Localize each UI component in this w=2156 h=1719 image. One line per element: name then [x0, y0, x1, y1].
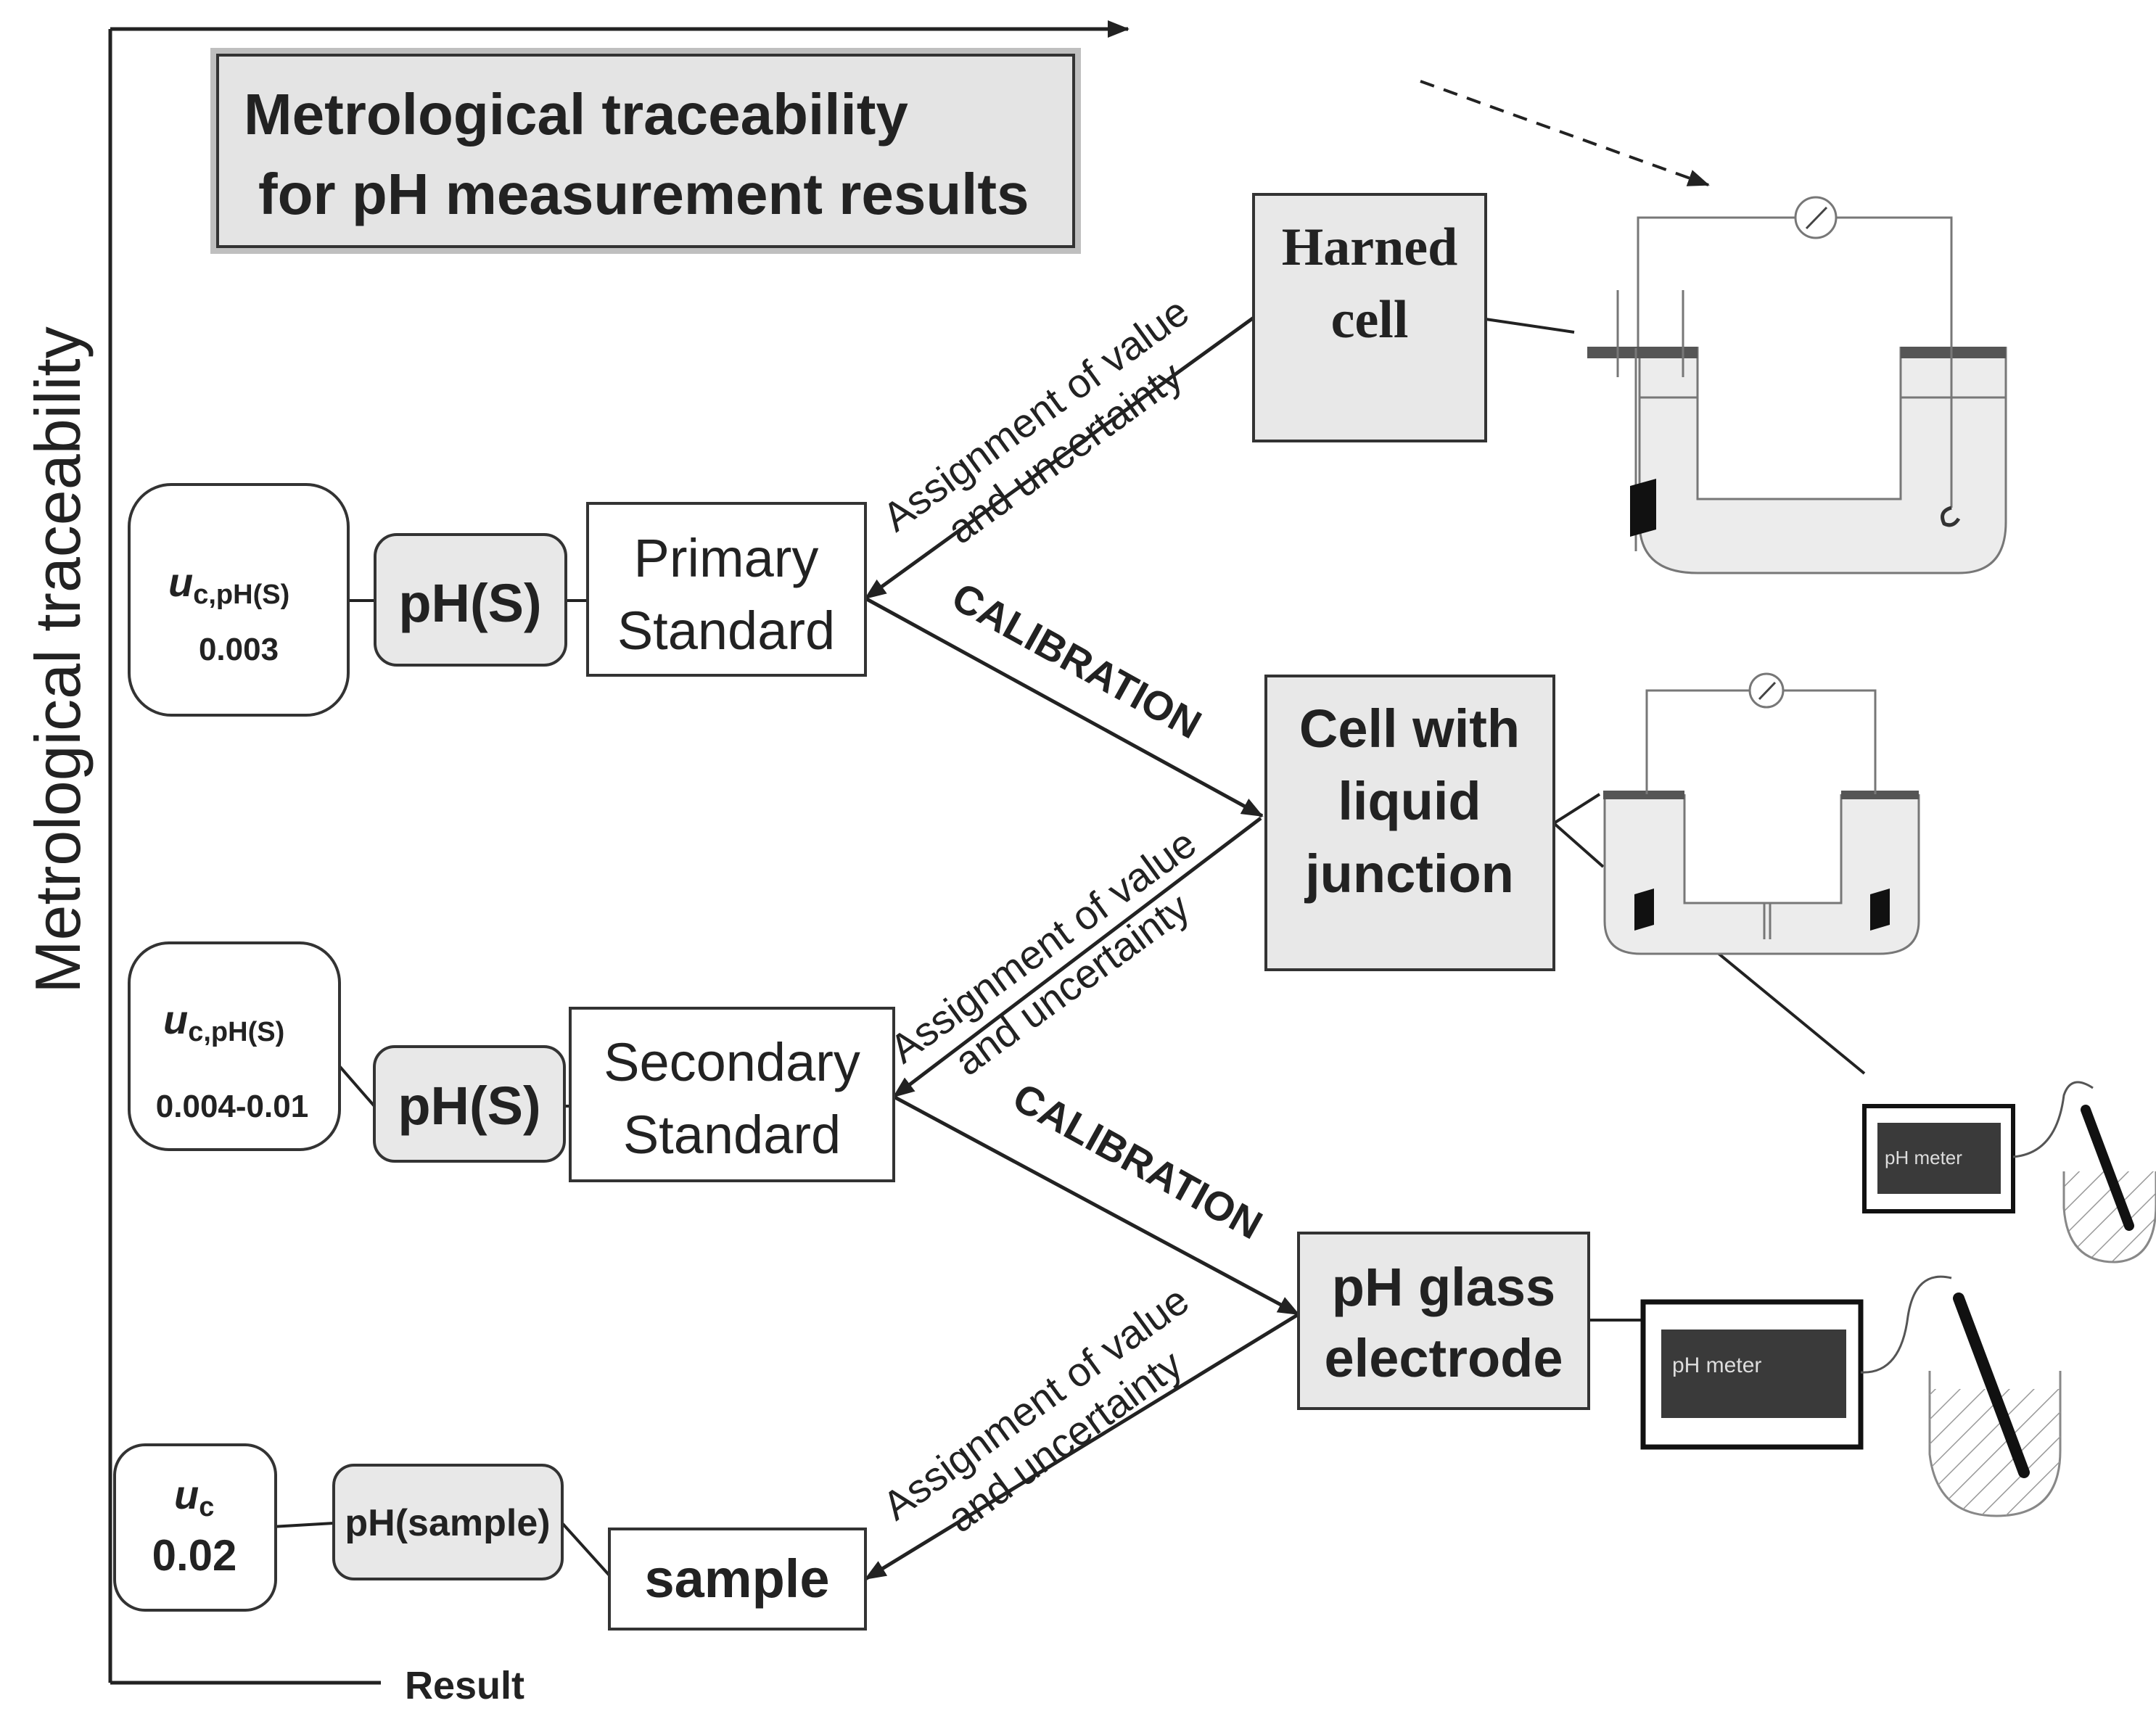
liquid-junction-cell-icon: [1603, 689, 1920, 955]
u-subscript-sample: c: [199, 1492, 214, 1522]
uncertainty-box-secondary: uc,pH(S) 0.004-0.01: [128, 941, 341, 1151]
liquid-junction-cell-box: Cell with liquid junction: [1264, 675, 1555, 971]
u-subscript-primary: c,pH(S): [193, 580, 289, 610]
liquid-junction-line-2: liquid: [1338, 771, 1481, 831]
ph-s-primary-label: pH(S): [398, 573, 541, 633]
u-subscript-secondary: c,pH(S): [188, 1017, 284, 1047]
secondary-standard-box: Secondary Standard: [569, 1007, 895, 1182]
glass-electrode-line-1: pH glass: [1332, 1257, 1555, 1317]
harned-cell-line-1: Harned: [1282, 218, 1458, 277]
liquid-junction-line-1: Cell with: [1299, 698, 1520, 759]
arrow-glass-to-sample: [864, 1312, 1300, 1581]
axes: Metrological traceability Result: [22, 20, 1130, 1707]
glass-electrode-beaker-icon: [2012, 1081, 2156, 1264]
arrow-primary-to-junction: [864, 596, 1264, 818]
glass-electrode-box: pH glass electrode: [1297, 1232, 1590, 1410]
arrow-junction-to-secondary: [892, 817, 1262, 1098]
ph-meter-icon: pH meter: [1640, 1299, 1864, 1450]
meter-large-label: pH meter: [1672, 1353, 1761, 1377]
ph-s-box-secondary: pH(S): [373, 1045, 566, 1163]
ph-s-box-primary: pH(S): [374, 533, 567, 667]
ph-sample-box: pH(sample): [332, 1464, 564, 1580]
arrows: [864, 80, 1710, 1581]
uncertainty-box-primary: uc,pH(S) 0.003: [128, 483, 350, 717]
primary-standard-box: Primary Standard: [586, 502, 867, 677]
glass-electrode-beaker-icon: [1860, 1275, 2062, 1517]
u-symbol-sample: u: [174, 1472, 199, 1517]
harned-cell-box: Harned cell: [1252, 193, 1487, 442]
primary-standard-line-2: Standard: [617, 601, 835, 661]
primary-standard-line-1: Primary: [634, 528, 819, 588]
dashed-pointer-arrow: [1420, 80, 1710, 186]
harned-cell-icon: [1587, 216, 2007, 574]
arrow-secondary-to-glass: [892, 1095, 1300, 1316]
uncertainty-box-sample: uc 0.02: [113, 1443, 277, 1612]
ph-meter-icon: pH meter: [1862, 1104, 2015, 1213]
u-value-primary: 0.003: [199, 632, 279, 667]
title-box: Metrological traceability for pH measure…: [210, 48, 1081, 254]
svg-text:uc,pH(S): uc,pH(S): [168, 559, 289, 610]
ph-sample-label: pH(sample): [345, 1502, 550, 1544]
svg-text:uc: uc: [174, 1472, 214, 1522]
u-symbol-secondary: u: [163, 997, 188, 1042]
arrow-harned-to-primary: [864, 316, 1255, 601]
y-axis-label: Metrological traceability: [22, 326, 94, 994]
arrow-labels: Assignment of value and uncertainty CALI…: [874, 288, 1270, 1541]
connector-lines: [271, 318, 1866, 1577]
title-line-2: for pH measurement results: [258, 162, 1029, 226]
secondary-standard-line-2: Standard: [623, 1105, 841, 1165]
u-symbol-primary: u: [168, 559, 193, 605]
calibration-label-2: CALIBRATION: [1005, 1073, 1270, 1248]
voltmeter-icon: [1794, 196, 1838, 239]
secondary-standard-line-1: Secondary: [604, 1032, 860, 1092]
voltmeter-icon: [1748, 672, 1785, 709]
x-axis-label: Result: [405, 1664, 524, 1707]
svg-text:uc,pH(S): uc,pH(S): [163, 997, 284, 1047]
sample-box: sample: [608, 1528, 867, 1631]
liquid-junction-line-3: junction: [1304, 844, 1514, 904]
sample-label: sample: [644, 1549, 829, 1609]
u-value-sample: 0.02: [152, 1531, 237, 1580]
harned-cell-line-2: cell: [1331, 290, 1409, 350]
u-value-secondary: 0.004-0.01: [156, 1089, 308, 1124]
calibration-label-1: CALIBRATION: [945, 573, 1209, 747]
glass-electrode-line-2: electrode: [1324, 1328, 1563, 1388]
title-line-1: Metrological traceability: [244, 82, 908, 147]
ph-s-secondary-label: pH(S): [398, 1076, 540, 1136]
meter-small-label: pH meter: [1885, 1147, 1962, 1168]
